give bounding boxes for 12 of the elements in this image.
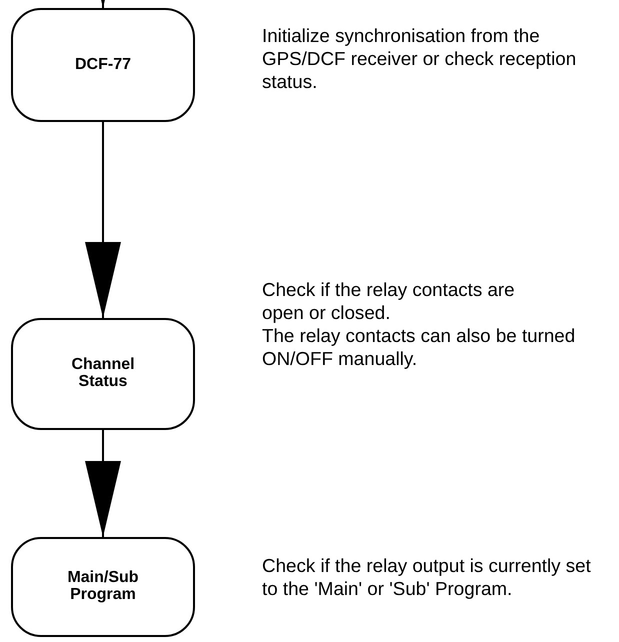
- box-label: DCF-77: [74, 56, 131, 74]
- description-text: Initialize synchronisation from the GPS/DCF receiver or check reception status.: [262, 25, 578, 94]
- arrow: [85, 122, 121, 318]
- process-box: [11, 537, 195, 637]
- process-box: [11, 318, 195, 430]
- process-box: [11, 8, 195, 122]
- box-label: Channel Status: [70, 357, 136, 391]
- description-text: Check if the relay contacts are open or closed.: [262, 279, 516, 325]
- description-text: The relay contacts can also be turned ON/OFF manually.: [262, 324, 576, 371]
- box-label: Main/Sub Program: [66, 570, 140, 604]
- arrow: [85, 430, 121, 537]
- description-text: Check if the relay output is currently set to the 'Main' or 'Sub' Program.: [262, 555, 592, 601]
